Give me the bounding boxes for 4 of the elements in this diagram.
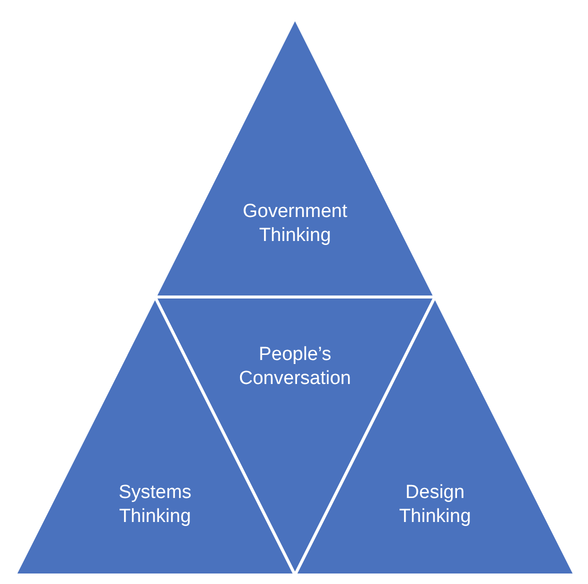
node-label: Design Thinking (398, 481, 472, 529)
node-label: Systems Thinking (118, 481, 192, 529)
node-label: Government Thinking (242, 200, 348, 248)
node-label: People’s Conversation (238, 343, 352, 391)
